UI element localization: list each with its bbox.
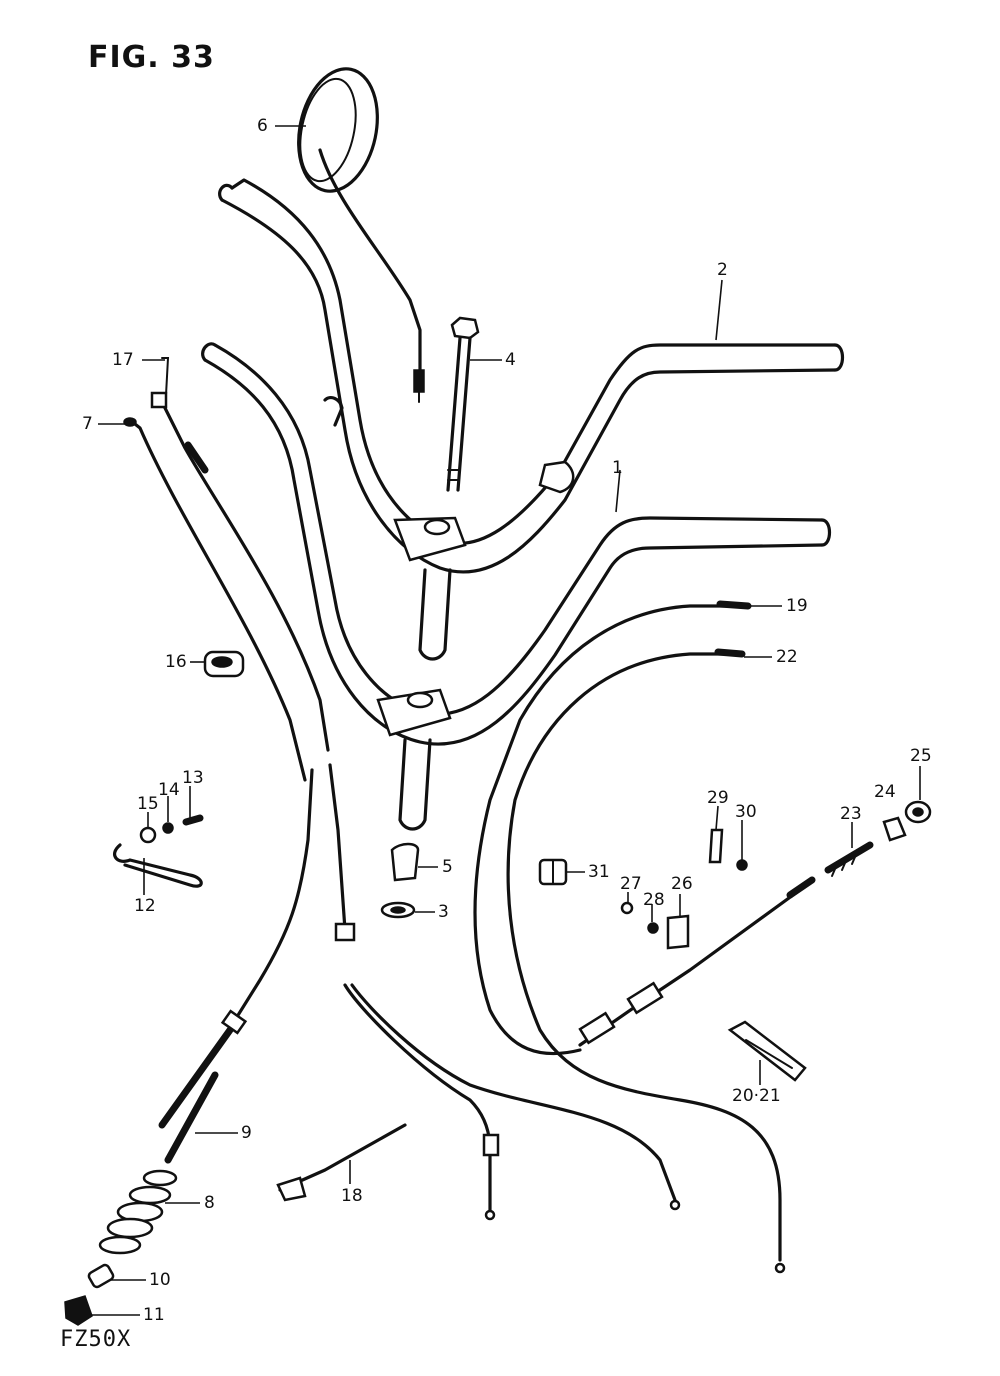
bolt-13-part xyxy=(182,814,204,826)
callout-27: 27 xyxy=(620,874,642,894)
callout-17: 17 xyxy=(112,350,134,370)
callout-12: 12 xyxy=(134,896,156,916)
plate-26-part xyxy=(666,914,690,950)
clip-24-part xyxy=(882,816,907,842)
cap-25-hole xyxy=(912,807,924,817)
lower-handlebar-part xyxy=(201,342,832,831)
brake-cable-right xyxy=(150,357,681,1221)
callout-14: 14 xyxy=(158,780,180,800)
callout-6: 6 xyxy=(257,116,268,136)
callout-22: 22 xyxy=(776,647,798,667)
callout-29: 29 xyxy=(707,788,729,808)
callout-15: 15 xyxy=(137,794,159,814)
callout-20-21: 20·21 xyxy=(732,1086,781,1106)
callout-11: 11 xyxy=(143,1305,165,1325)
nut-28-part xyxy=(647,922,659,934)
pin-27-part xyxy=(620,901,634,915)
rod-18-end xyxy=(276,1176,307,1202)
callout-31: 31 xyxy=(588,862,610,882)
bolt-part xyxy=(446,316,480,492)
screw-30-part xyxy=(736,859,748,871)
callout-9: 9 xyxy=(241,1123,252,1143)
callout-23: 23 xyxy=(840,804,862,824)
lever-20-21-part xyxy=(727,1020,807,1082)
callout-25: 25 xyxy=(910,746,932,766)
callout-28: 28 xyxy=(643,890,665,910)
callout-3: 3 xyxy=(438,902,449,922)
nut-14-part xyxy=(162,822,174,834)
holder-16-hole xyxy=(211,656,233,668)
cushion-part xyxy=(390,842,420,882)
boot-8-part xyxy=(98,1169,178,1255)
callout-8: 8 xyxy=(204,1193,215,1213)
callout-4: 4 xyxy=(505,350,516,370)
callout-7: 7 xyxy=(82,414,93,434)
callout-19: 19 xyxy=(786,596,808,616)
figure-title: FIG. 33 xyxy=(88,40,215,75)
callout-30: 30 xyxy=(735,802,757,822)
sleeve-10-part xyxy=(87,1263,115,1289)
callout-24: 24 xyxy=(874,782,896,802)
washer-15-part xyxy=(139,826,157,844)
throttle-cable xyxy=(473,600,816,1274)
adjuster-11-part xyxy=(64,1295,93,1326)
callout-2: 2 xyxy=(717,260,728,280)
spring-23-part xyxy=(824,841,874,877)
callout-1: 1 xyxy=(612,458,623,478)
mirror-part xyxy=(297,67,425,403)
washer-hole xyxy=(390,906,406,914)
callout-10: 10 xyxy=(149,1270,171,1290)
callout-5: 5 xyxy=(442,857,453,877)
brake-cable-left xyxy=(123,417,314,1129)
callout-13: 13 xyxy=(182,768,204,788)
callout-leaders xyxy=(92,125,921,1316)
callout-26: 26 xyxy=(671,874,693,894)
callout-16: 16 xyxy=(165,652,187,672)
stay-12-part xyxy=(113,843,203,888)
lever-20-21-slot xyxy=(745,1039,793,1069)
callout-18: 18 xyxy=(341,1186,363,1206)
model-code: FZ50X xyxy=(60,1327,132,1352)
spring-9-part xyxy=(164,1071,219,1164)
bracket-29-part xyxy=(708,828,724,864)
upper-handlebar-part xyxy=(218,178,845,661)
